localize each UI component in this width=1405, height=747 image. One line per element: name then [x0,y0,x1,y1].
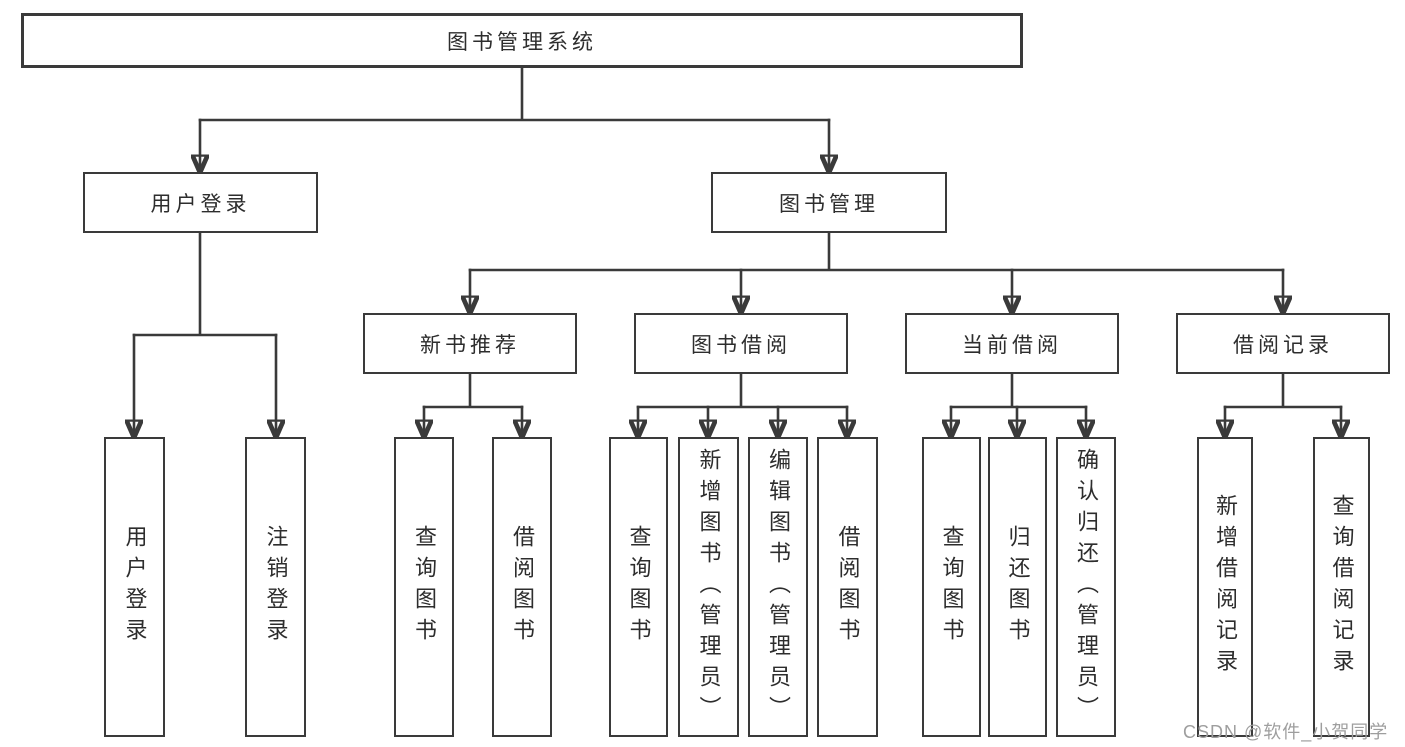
leaf-label: 编辑图书（管理员） [766,447,791,727]
leaf-query-book-recommend: 查询图书 [394,437,454,737]
node-book-borrow: 图书借阅 [634,313,848,374]
leaf-borrow-book: 借阅图书 [817,437,878,737]
leaf-label: 借阅图书 [510,525,535,649]
csdn-watermark: CSDN @软件_小贺同学 [1183,722,1389,742]
leaf-label: 用户登录 [122,525,148,649]
node-label: 用户登录 [150,192,251,216]
node-label: 借阅记录 [1233,333,1333,357]
node-book-management: 图书管理 [711,172,947,233]
leaf-add-borrow-record: 新增借阅记录 [1197,437,1253,737]
node-label: 图书管理 [779,192,879,216]
node-label: 当前借阅 [962,333,1062,357]
node-label: 图书借阅 [691,333,791,357]
leaf-label: 查询图书 [626,525,652,649]
leaf-label: 归还图书 [1005,525,1031,649]
node-borrow-records: 借阅记录 [1176,313,1390,374]
leaf-borrow-book-recommend: 借阅图书 [492,437,552,737]
leaf-label: 新增借阅记录 [1213,494,1238,680]
leaf-return-book: 归还图书 [988,437,1047,737]
leaf-label: 注销登录 [263,525,289,649]
leaf-confirm-return-admin: 确认归还（管理员） [1056,437,1116,737]
node-new-book-recommend: 新书推荐 [363,313,577,374]
leaf-label: 查询图书 [939,525,965,649]
leaf-label: 借阅图书 [835,525,861,649]
node-current-borrow: 当前借阅 [905,313,1119,374]
leaf-label: 查询借阅记录 [1329,494,1355,680]
leaf-query-borrow-record: 查询借阅记录 [1313,437,1370,737]
node-label: 新书推荐 [420,333,520,357]
node-user-login: 用户登录 [83,172,318,233]
leaf-logout: 注销登录 [245,437,306,737]
leaf-edit-book-admin: 编辑图书（管理员） [748,437,808,737]
node-root-label: 图书管理系统 [447,30,597,54]
connector-trunks [132,66,1343,409]
leaf-add-book-admin: 新增图书（管理员） [678,437,739,737]
leaf-query-book-current: 查询图书 [922,437,981,737]
leaf-label: 新增图书（管理员） [696,447,722,727]
leaf-label: 查询图书 [412,525,437,649]
leaf-label: 确认归还（管理员） [1074,447,1099,727]
leaf-user-login: 用户登录 [104,437,165,737]
leaf-query-book-borrow: 查询图书 [609,437,668,737]
node-root-system: 图书管理系统 [21,13,1023,68]
